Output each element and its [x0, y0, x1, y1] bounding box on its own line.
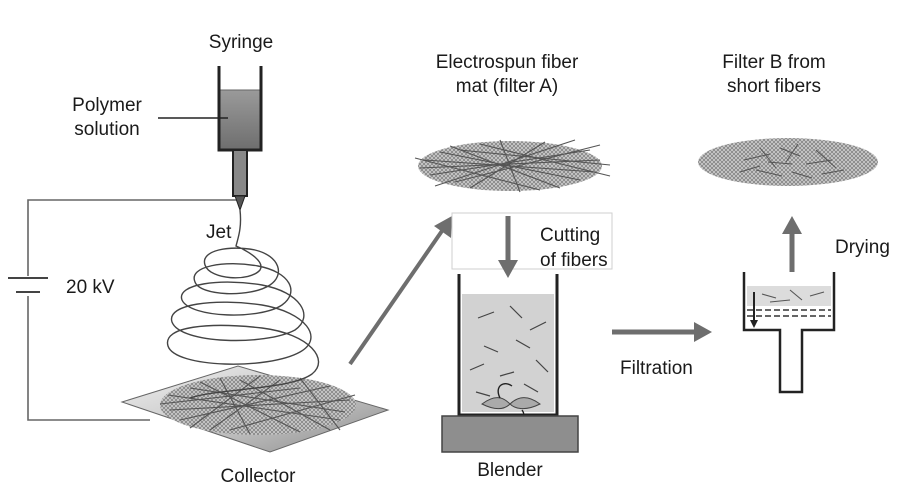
label-polymer-line1: Polymer [72, 95, 142, 116]
circuit-wire [27, 199, 240, 421]
label-collector: Collector [220, 466, 296, 487]
label-mat-line1: Electrospun fiber [435, 52, 579, 73]
label-filterb-line2: short fibers [727, 76, 821, 97]
label-filtration: Filtration [620, 358, 693, 379]
filter-b-mat [698, 138, 878, 186]
arrow-filtration [612, 322, 712, 342]
label-voltage: 20 kV [66, 277, 115, 298]
jet-spiral [166, 209, 320, 399]
arrow-drying [782, 216, 802, 272]
syringe-icon [217, 66, 263, 212]
battery-icon [8, 277, 48, 293]
arrow-to-mat [348, 216, 452, 366]
filter-a-mat [414, 139, 611, 193]
label-cutting-line2: of fibers [540, 250, 608, 271]
label-syringe: Syringe [208, 32, 274, 53]
collector-plate [120, 365, 390, 453]
label-cutting-line1: Cutting [540, 225, 601, 246]
arrow-cutting-down [498, 216, 518, 278]
label-filterb-line1: Filter B from [722, 52, 826, 73]
label-blender: Blender [477, 460, 543, 481]
label-mat-line2: mat (filter A) [455, 76, 559, 97]
blender-icon [441, 274, 579, 453]
label-polymer-line2: solution [74, 119, 140, 140]
filter-funnel-icon [742, 272, 836, 394]
label-jet: Jet [206, 222, 232, 243]
cutting-frame [451, 212, 613, 270]
label-drying: Drying [835, 237, 890, 258]
